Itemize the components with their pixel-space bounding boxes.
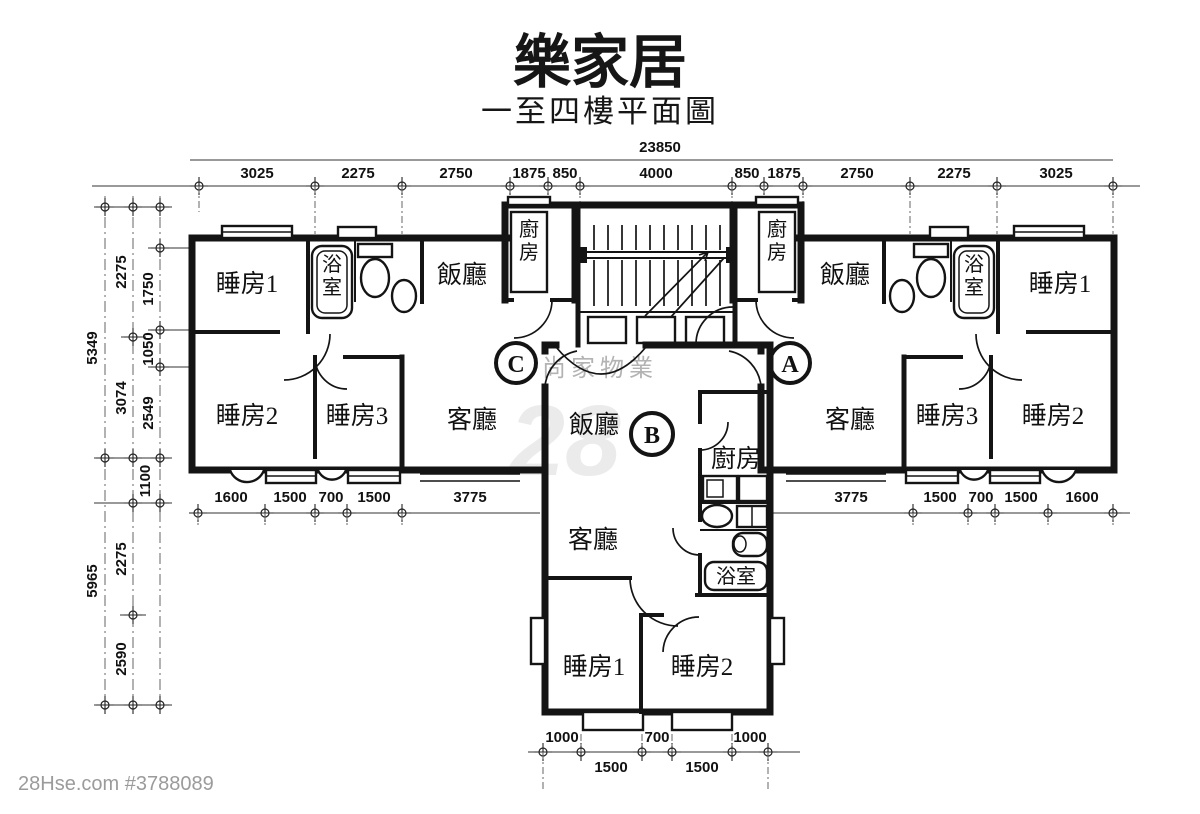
dim-label: 1500 (1004, 489, 1037, 506)
dim-label: 5965 (84, 564, 101, 597)
room-label-b-living: 客廳 (568, 526, 618, 554)
dim-label: 2750 (840, 165, 873, 182)
sink-c (390, 278, 418, 314)
dim-label: 1050 (140, 332, 157, 365)
dim-label: 3074 (113, 381, 130, 415)
room-label-c-bedroom3: 睡房3 (326, 402, 389, 430)
dim-label: 3025 (240, 165, 273, 182)
door-arc-lobby (695, 306, 734, 345)
stair-core (541, 201, 774, 375)
door-arc-a-entrance (728, 350, 762, 387)
room-label-a-bath: 浴室 (964, 253, 984, 299)
unit-c-label: C (507, 352, 524, 378)
room-label-b-dining: 飯廳 (569, 411, 619, 439)
dim-label: 3025 (1039, 165, 1072, 182)
toilet-c (356, 242, 394, 299)
dim-label: 1600 (1065, 489, 1098, 506)
dim-label: 5349 (84, 331, 101, 364)
watermark-big: 28 (507, 385, 621, 497)
unit-c-badge (494, 341, 538, 385)
dim-label: 2750 (439, 165, 472, 182)
dim-label: 1500 (923, 489, 956, 506)
dim-label: 2590 (113, 642, 130, 675)
unit-b-badge (629, 411, 675, 457)
door-arc-b-entrance (555, 346, 647, 375)
page-title: 樂家居 (513, 30, 687, 95)
room-label-a-bedroom2: 睡房2 (1022, 402, 1085, 430)
dim-label: 1100 (137, 465, 154, 498)
dim-label: 4000 (639, 165, 672, 182)
door-arc-c-entrance (544, 350, 578, 387)
dim-label: 700 (318, 489, 343, 506)
dim-label: 850 (552, 165, 577, 182)
dim-label: 1750 (140, 272, 157, 305)
room-label-c-bedroom1: 睡房1 (216, 270, 279, 298)
credit-text: 28Hse.com #3788089 (18, 773, 214, 795)
kitchen-counter-b (701, 474, 769, 503)
dim-label: 1500 (357, 489, 390, 506)
dim-label: 850 (734, 165, 759, 182)
dim-label: 3775 (834, 489, 867, 506)
sink-a (888, 278, 916, 314)
dim-label: 2275 (113, 255, 130, 288)
dimensions: 23850 3025 2275 2750 1875 850 4000 850 1… (84, 139, 1140, 792)
dim-label: 2275 (113, 542, 130, 575)
dim-label: 23850 (639, 139, 681, 156)
room-label-b-kitchen: 廚房 (711, 445, 761, 473)
dim-label: 1000 (545, 729, 578, 746)
unit-a: 廚房 浴室 睡房1 睡房2 睡房3 飯廳 客廳 (728, 195, 1118, 485)
room-label-b-bedroom2: 睡房2 (671, 653, 734, 681)
unit-a-label: A (781, 352, 799, 378)
bath-b: 浴室 (703, 560, 769, 592)
room-label-a-living: 客廳 (825, 406, 875, 434)
room-label-c-bedroom2: 睡房2 (216, 402, 279, 430)
bathtub-a: 浴室 (952, 244, 996, 320)
dim-label: 2275 (937, 165, 970, 182)
page-subtitle: 一至四樓平面圖 (481, 94, 719, 129)
room-label-b-bath: 浴室 (716, 565, 756, 588)
unit-c: 廚房 浴室 睡房1 睡房2 睡房3 飯廳 客廳 (188, 195, 579, 485)
room-label-c-living: 客廳 (447, 406, 497, 434)
dim-label: 1500 (685, 759, 718, 776)
room-label-a-dining: 飯廳 (820, 261, 870, 289)
dim-label: 700 (968, 489, 993, 506)
sink-b (700, 503, 769, 529)
dim-label: 1000 (733, 729, 766, 746)
dim-label: 1875 (767, 165, 800, 182)
toilet-a (912, 242, 950, 299)
dim-label: 1600 (214, 489, 247, 506)
dim-label: 1500 (273, 489, 306, 506)
toilet-b (731, 531, 769, 558)
unit-b-label: B (644, 423, 660, 449)
dim-label: 1875 (512, 165, 545, 182)
room-label-a-kitchen: 廚房 (767, 217, 787, 264)
lift-doors (586, 315, 726, 345)
stairs (580, 225, 733, 319)
bathtub-c: 浴室 (310, 244, 354, 320)
dim-label: 1500 (594, 759, 627, 776)
room-label-c-kitchen: 廚房 (519, 217, 539, 264)
dim-label: 700 (644, 729, 669, 746)
dim-label: 2549 (140, 396, 157, 429)
room-label-a-bedroom3: 睡房3 (916, 402, 979, 430)
room-label-c-dining: 飯廳 (437, 261, 487, 289)
dim-label: 2275 (341, 165, 374, 182)
room-label-a-bedroom1: 睡房1 (1029, 270, 1092, 298)
room-label-c-bath: 浴室 (322, 253, 342, 299)
dim-label: 3775 (453, 489, 486, 506)
room-label-b-bedroom1: 睡房1 (563, 653, 626, 681)
unit-b: 浴室 飯廳 廚房 客廳 睡房1 睡房2 B (529, 341, 786, 732)
